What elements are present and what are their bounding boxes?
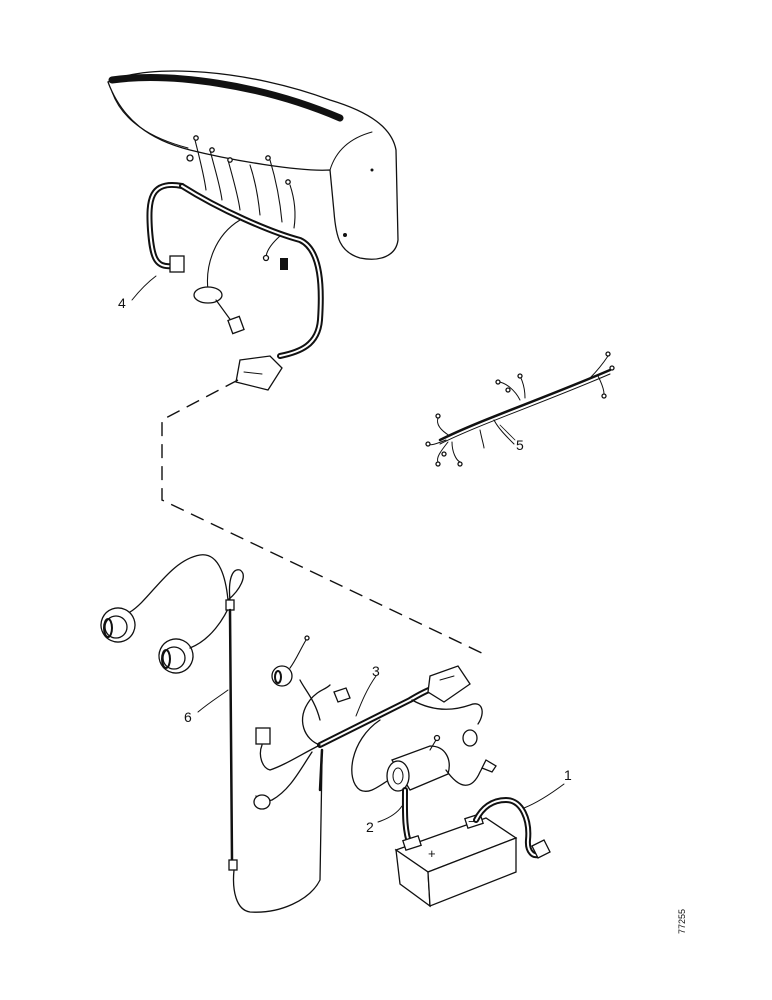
main-harness-3 [253,635,483,810]
callout-4: 4 [118,295,126,311]
figure-number: 77255 [677,909,687,934]
callout-2: 2 [366,819,374,835]
callout-6: 6 [184,709,192,725]
callout-1: 1 [564,767,572,783]
svg-text:+: + [428,846,436,861]
lamp-left [100,607,136,643]
starter-solenoid [386,734,497,792]
lamp-right [158,638,194,674]
callout-5: 5 [516,437,524,453]
solenoid-cable-2 [401,787,413,848]
connection-dashed-line [161,379,489,657]
instrument-harness-4 [146,135,324,391]
battery-cable-1 [473,797,551,859]
lamp-harness-6 [100,554,324,913]
leader-lines [131,275,565,823]
callout-3: 3 [372,663,380,679]
dash-harness-5 [425,351,615,467]
svg-text:−: − [468,814,476,829]
battery: + − [394,812,518,908]
instrument-panel-cowl [107,70,399,260]
